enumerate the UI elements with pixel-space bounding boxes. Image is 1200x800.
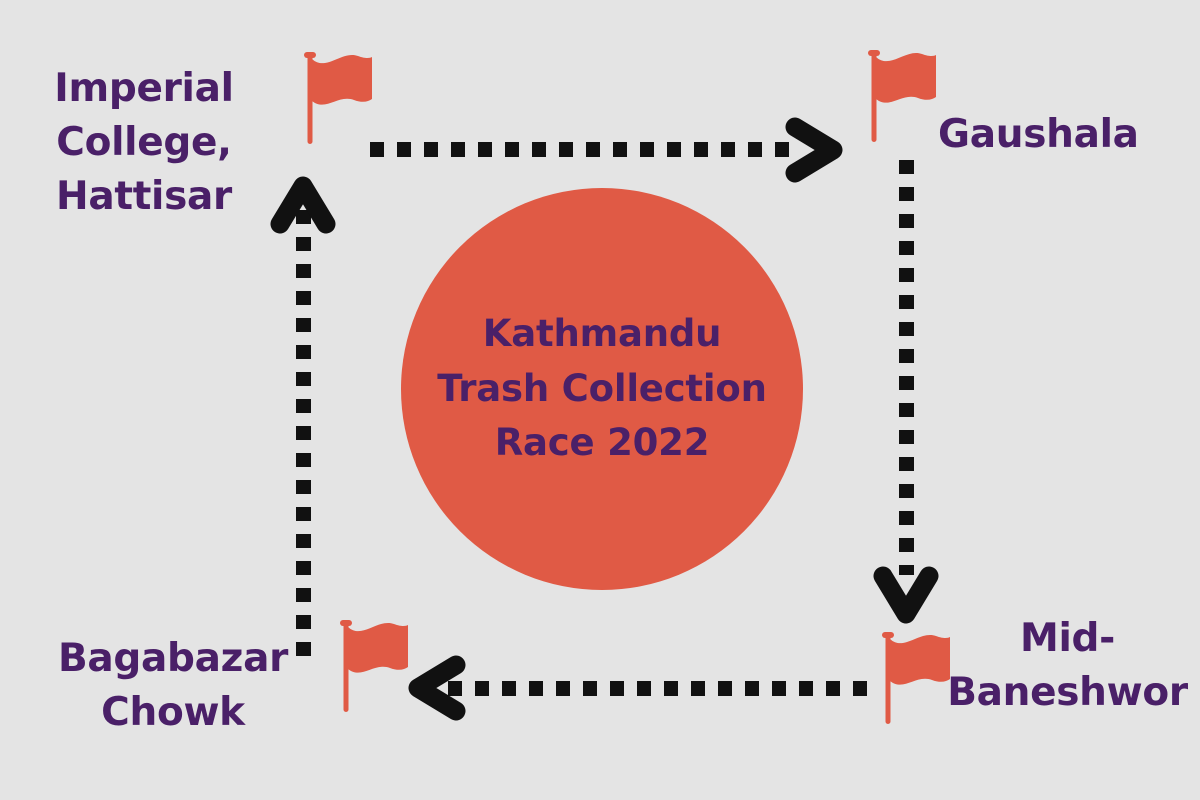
center-title: Kathmandu Trash Collection Race 2022 bbox=[437, 311, 767, 465]
chevron-up-icon bbox=[270, 176, 336, 234]
chevron-down-icon bbox=[873, 566, 939, 624]
connector-imperial-to-gaushala bbox=[370, 142, 790, 157]
node-label-gaushala: Gaushala bbox=[938, 112, 1139, 157]
node-label-imperial-college-hattisar: Imperial College, Hattisar bbox=[54, 66, 234, 219]
node-label-mid-baneshwor: Mid- Baneshwor bbox=[947, 616, 1188, 715]
connector-gaushala-to-baneshwor bbox=[899, 160, 914, 575]
center-circle: Kathmandu Trash Collection Race 2022 bbox=[401, 188, 803, 590]
chevron-left-icon bbox=[408, 655, 466, 721]
flag-icon-mid-baneshwor bbox=[882, 632, 950, 724]
connector-baneshwor-to-bagabazar bbox=[448, 681, 873, 696]
flag-icon-bagabazar-chowk bbox=[340, 620, 408, 712]
chevron-right-icon bbox=[785, 117, 843, 183]
flag-icon-gaushala bbox=[868, 50, 936, 142]
flag-icon-imperial-college-hattisar bbox=[304, 52, 372, 144]
connector-bagabazar-to-imperial bbox=[296, 210, 311, 665]
node-label-bagabazar-chowk: Bagabazar Chowk bbox=[57, 636, 289, 735]
